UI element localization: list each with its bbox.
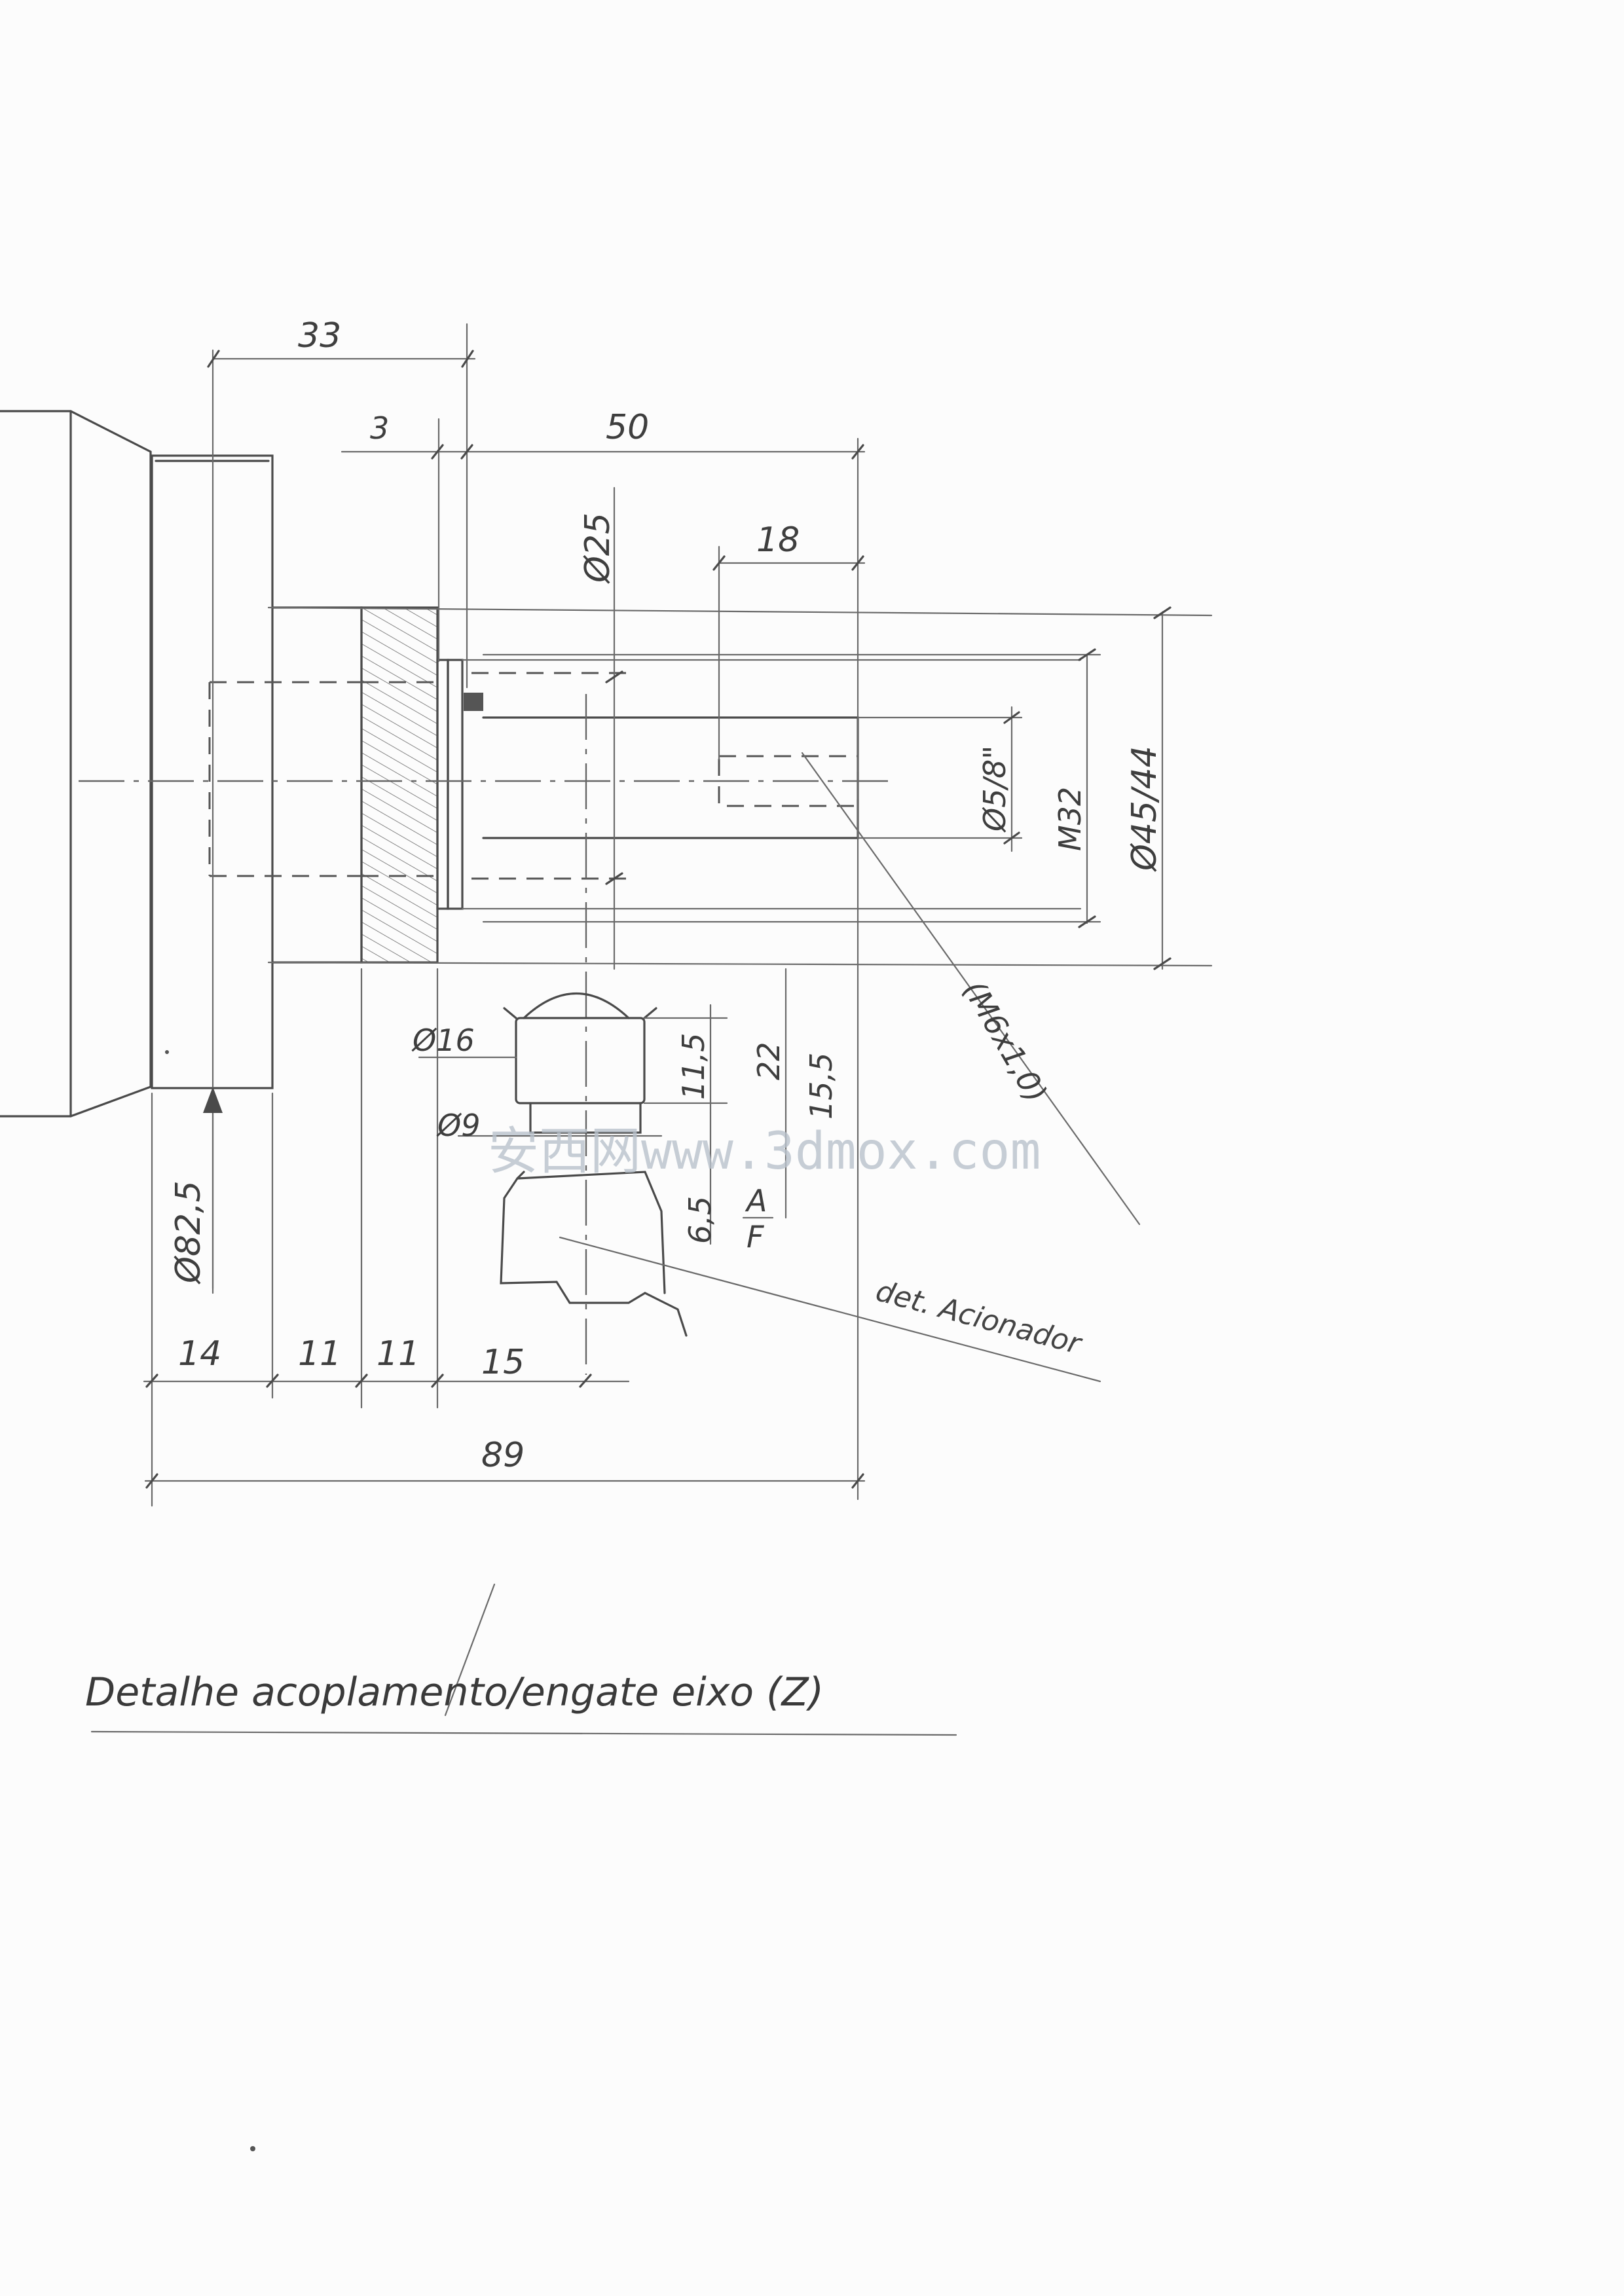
dim-dia82-5: Ø82,5 xyxy=(169,1180,208,1285)
dim-15: 15 xyxy=(481,1343,525,1382)
dim-dia25: Ø25 xyxy=(578,513,618,584)
watermark: 安西网www.3dmox.com xyxy=(488,1122,1041,1181)
dim-33: 33 xyxy=(298,316,341,355)
dim-22: 22 xyxy=(751,1042,786,1080)
motor-body xyxy=(0,410,152,1118)
dot-mark xyxy=(250,2146,255,2151)
dim-6-5: 6,5 xyxy=(682,1196,718,1244)
af-bottom: F xyxy=(747,1219,764,1254)
dim-m32: M32 xyxy=(1052,787,1088,851)
dim-11a: 11 xyxy=(298,1334,341,1374)
dim-50: 50 xyxy=(606,408,649,447)
dim-11-5: 11,5 xyxy=(676,1033,711,1100)
dim-11b: 11 xyxy=(377,1334,420,1374)
title-slash xyxy=(444,1583,496,1717)
dim-3: 3 xyxy=(370,410,389,446)
dim-dia5-8: Ø5/8" xyxy=(977,746,1012,833)
hidden-bore xyxy=(208,681,437,877)
actuator xyxy=(418,968,1101,1383)
drawing-title: Detalhe acoplamento/engate eixo (Z) xyxy=(85,1669,824,1715)
actuator-note: det. Acionador xyxy=(872,1274,1086,1361)
title-underline xyxy=(90,1730,957,1736)
dim-dia16: Ø16 xyxy=(411,1023,475,1058)
coupling-hub xyxy=(271,606,439,964)
dim-m6: (M6x1,0) xyxy=(956,975,1054,1109)
dim-dia9: Ø9 xyxy=(436,1108,480,1143)
dim-18: 18 xyxy=(756,520,800,560)
arrow-head xyxy=(203,1087,223,1113)
dot-mark xyxy=(165,1050,169,1054)
dim-dia45-44: Ø45/44 xyxy=(1125,746,1164,872)
dim-89: 89 xyxy=(481,1436,525,1475)
dim-14: 14 xyxy=(178,1334,221,1374)
extension-lines xyxy=(151,323,1213,1507)
dimension-lines xyxy=(143,357,1164,1482)
dim-15-5: 15,5 xyxy=(803,1053,839,1120)
af-top: A xyxy=(745,1183,767,1218)
dimension-ticks xyxy=(145,350,1172,1489)
